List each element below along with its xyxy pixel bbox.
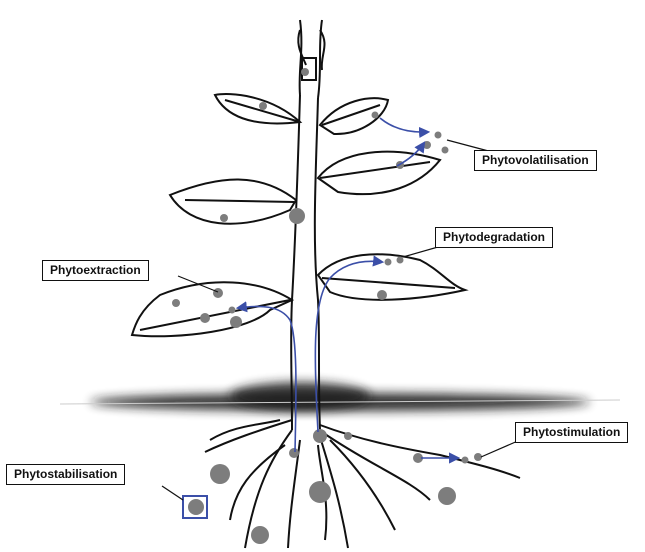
plant-roots <box>205 420 520 548</box>
label-phytostabilisation: Phytostabilisation <box>6 464 125 485</box>
label-phytostimulation: Phytostimulation <box>515 422 628 443</box>
label-phytovolatilisation: Phytovolatilisation <box>474 150 597 171</box>
soil-surface <box>60 382 620 411</box>
label-phytoextraction: Phytoextraction <box>42 260 149 281</box>
label-phytodegradation: Phytodegradation <box>435 227 553 248</box>
